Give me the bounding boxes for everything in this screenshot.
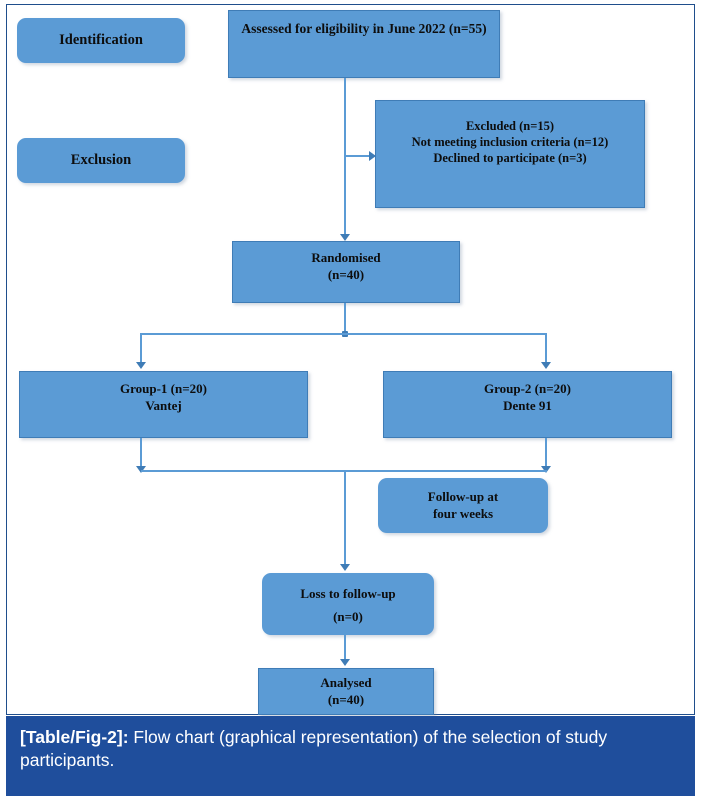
connector-split-horizontal (141, 333, 547, 335)
connector-group2-down (545, 438, 547, 469)
node-group-1: Group-1 (n=20) Vantej (19, 371, 308, 438)
loss-line-2: (n=0) (333, 608, 363, 624)
group1-line-1: Group-1 (n=20) (120, 381, 207, 396)
node-analysed: Analysed (n=40) (258, 668, 434, 715)
node-assessed-for-eligibility: Assessed for eligibility in June 2022 (n… (228, 10, 500, 78)
stage-label-identification: Identification (17, 18, 185, 63)
group2-line-1: Group-2 (n=20) (484, 381, 571, 396)
arrowhead-to-group2 (541, 362, 551, 369)
group1-line-2: Vantej (145, 397, 182, 413)
node-follow-up: Follow-up at four weeks (378, 478, 548, 533)
arrowhead-to-analysed (340, 659, 350, 666)
excluded-line-1: Excluded (n=15) (465, 119, 555, 133)
arrowhead-to-loss (340, 564, 350, 571)
connector-randomised-down (344, 303, 346, 334)
arrowhead-to-excluded (369, 151, 376, 161)
group2-line-2: Dente 91 (503, 397, 552, 413)
arrowhead-group1-merge (136, 466, 146, 473)
excluded-line-3: Declined to participate (n=3) (433, 151, 587, 165)
node-excluded: Excluded (n=15) Not meeting inclusion cr… (375, 100, 645, 208)
analysed-line-2: (n=40) (327, 691, 365, 707)
node-group-2: Group-2 (n=20) Dente 91 (383, 371, 672, 438)
connector-split-to-group2 (545, 333, 547, 365)
stage-label-exclusion: Exclusion (17, 138, 185, 183)
excluded-line-2: Not meeting inclusion criteria (n=12) (411, 135, 609, 149)
figure-caption-label: [Table/Fig-2]: (20, 727, 129, 747)
figure-caption: [Table/Fig-2]: Flow chart (graphical rep… (6, 716, 695, 796)
figure-caption-text: Flow chart (graphical representation) of… (20, 727, 608, 771)
followup-line-1: Follow-up at (427, 488, 499, 504)
connector-assessed-to-randomised (344, 78, 346, 238)
connector-to-excluded (346, 155, 375, 157)
connector-split-to-group1 (140, 333, 142, 365)
loss-line-1: Loss to follow-up (300, 586, 396, 601)
randomised-line-1: Randomised (311, 250, 381, 265)
arrowhead-group2-merge (541, 466, 551, 473)
node-loss-to-follow-up: Loss to follow-up (n=0) (262, 573, 434, 635)
randomised-line-2: (n=40) (327, 266, 365, 282)
node-randomised: Randomised (n=40) (232, 241, 460, 303)
connector-merge-to-loss (344, 470, 346, 567)
arrowhead-to-randomised (340, 234, 350, 241)
arrowhead-to-group1 (136, 362, 146, 369)
exclusion-label: Exclusion (70, 152, 132, 169)
identification-label: Identification (59, 32, 143, 49)
connector-loss-to-analysed (344, 635, 346, 662)
assessed-line-1: Assessed for eligibility in June 2022 (n… (241, 21, 487, 36)
connector-group1-down (140, 438, 142, 469)
followup-line-2: four weeks (432, 505, 494, 521)
analysed-line-1: Analysed (320, 675, 372, 690)
